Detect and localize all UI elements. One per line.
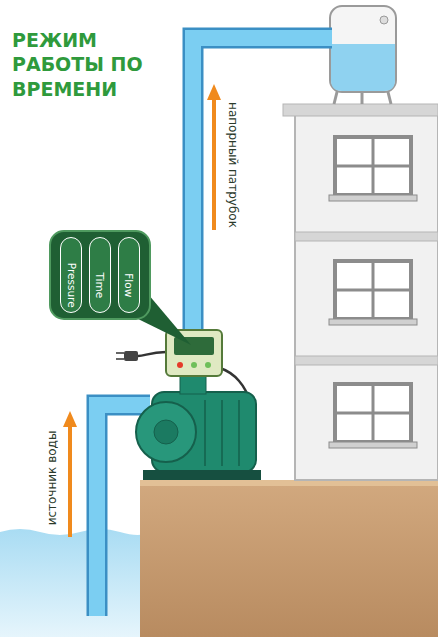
mode-label: Flow [124, 273, 135, 297]
mode-indicator: Pressure [60, 237, 82, 313]
power-cable [138, 352, 166, 356]
pump-controller [166, 330, 222, 376]
pipe-label: напорный патрубок [227, 102, 239, 228]
pipe-label: источник воды [46, 431, 58, 526]
ground [140, 480, 438, 637]
mode-label: Time [95, 272, 106, 298]
pump [136, 376, 261, 480]
mode-indicator: Time [89, 237, 111, 313]
plug [124, 351, 138, 361]
callout-panel [50, 231, 150, 319]
water-tank [330, 6, 396, 104]
water-body [0, 529, 150, 637]
building [283, 104, 438, 480]
diagram-title: РЕЖИМ РАБОТЫ ПО ВРЕМЕНИ [12, 28, 184, 101]
mode-label: Pressure [66, 263, 77, 308]
mode-indicator: Flow [118, 237, 140, 313]
pipes [97, 38, 332, 616]
